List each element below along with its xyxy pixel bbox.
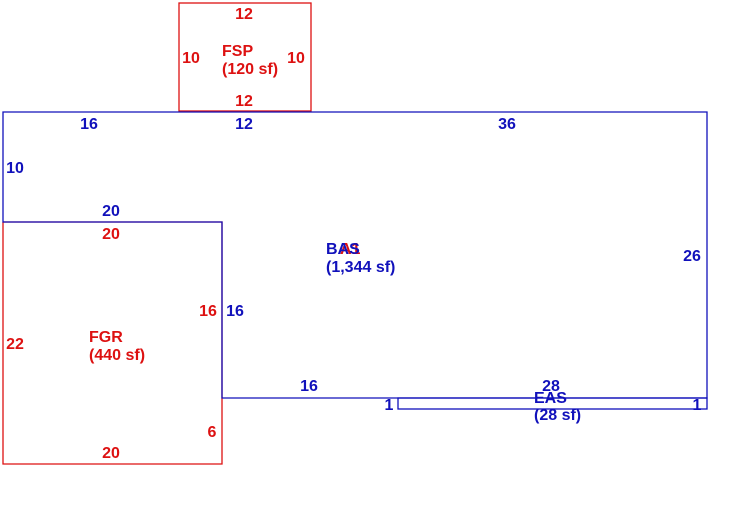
fgr-dim-left: 22 xyxy=(6,336,24,353)
eas-code: EAS xyxy=(534,390,567,407)
bas-code: BAS xyxy=(326,241,360,258)
fsp-code: FSP xyxy=(222,43,253,60)
bas-overlap-code: A1 xyxy=(340,241,361,258)
bas-dim-left: 10 xyxy=(6,160,24,177)
fsp-dim-bottom: 12 xyxy=(235,93,253,110)
bas-dim-bottom: 16 xyxy=(300,378,318,395)
fsp-area: (120 sf) xyxy=(222,61,278,78)
bas-dim-right: 26 xyxy=(683,248,701,265)
eas-dim-right: 1 xyxy=(693,397,702,414)
fsp-outline xyxy=(178,2,312,112)
eas-area: (28 sf) xyxy=(534,407,581,424)
fgr-dim-right-upper: 16 xyxy=(199,303,217,320)
eas-dim-top: 28 xyxy=(542,378,560,395)
bas-dim-top-mid: 12 xyxy=(235,116,253,133)
fsp-dim-right: 10 xyxy=(287,50,305,67)
bas-dim-top-right: 36 xyxy=(498,116,516,133)
bas-dim-top-left: 16 xyxy=(80,116,98,133)
bas-dim-step-top: 20 xyxy=(102,203,120,220)
bas-outline xyxy=(2,111,708,399)
fsp-dim-left: 10 xyxy=(182,50,200,67)
bas-area: (1,344 sf) xyxy=(326,259,395,276)
fsp-dim-top: 12 xyxy=(235,6,253,23)
fgr-dim-top: 20 xyxy=(102,226,120,243)
fgr-dim-right-lower: 6 xyxy=(208,424,217,441)
eas-dim-left: 1 xyxy=(385,397,394,414)
fgr-dim-bottom: 20 xyxy=(102,445,120,462)
eas-outline xyxy=(397,397,708,410)
fgr-area: (440 sf) xyxy=(89,347,145,364)
fgr-code: FGR xyxy=(89,329,123,346)
bas-dim-step-side: 16 xyxy=(226,303,244,320)
